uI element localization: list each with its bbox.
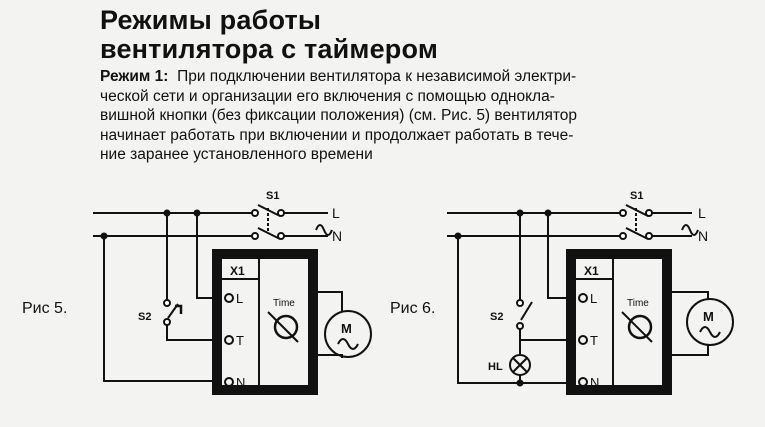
mode-description: Режим 1: При подключении вентилятора к н…	[100, 67, 578, 165]
timer-label: Time	[273, 298, 295, 309]
figure-5-diagram: S1 L N S2 X1 L T N Time M	[93, 190, 372, 395]
figure-6-caption: Рис 6.	[390, 300, 436, 317]
timer-block	[566, 249, 672, 395]
s2-label: S2	[138, 311, 151, 323]
motor-icon	[324, 310, 372, 358]
lamp-label: HL	[488, 361, 503, 373]
motor-label: M	[703, 309, 714, 324]
mode-line-5: ние заранее установленного времени	[100, 146, 373, 163]
mode-line-4: начинает работать при включении и продол…	[100, 126, 574, 144]
term-l: L	[236, 291, 243, 306]
line-n-label: N	[698, 228, 708, 244]
motor-icon	[686, 298, 734, 346]
timer-block	[212, 249, 318, 395]
timer-dial-icon	[627, 314, 653, 340]
s1-label: S1	[630, 190, 643, 202]
s2-label: S2	[490, 311, 503, 323]
mode-line-1: При подключении вентилятора к независимо…	[177, 68, 577, 85]
figure-5-caption: Рис 5.	[22, 300, 68, 317]
motor-label: M	[341, 321, 352, 336]
term-n: N	[236, 375, 245, 390]
term-l: L	[590, 291, 597, 306]
line-n-label: N	[332, 228, 342, 244]
ac-icon	[315, 224, 333, 236]
line-l-label: L	[698, 205, 706, 221]
s2-switch	[520, 301, 533, 321]
mode-line-2: ческой сети и организации его включения …	[100, 87, 555, 105]
term-t: T	[236, 333, 244, 348]
ac-icon	[681, 224, 699, 236]
x1-label: X1	[230, 264, 245, 278]
timer-dial-icon	[273, 314, 299, 340]
mode-line-3: вишной кнопки (без фиксации положения) (…	[100, 107, 578, 124]
line-l-label: L	[332, 205, 340, 221]
x1-label: X1	[584, 264, 599, 278]
term-t: T	[590, 333, 598, 348]
title-line-1: Режимы работы	[100, 5, 322, 35]
mode-label: Режим 1:	[100, 68, 169, 85]
timer-label: Time	[627, 298, 649, 309]
term-n: N	[590, 375, 599, 390]
page-title: Режимы работы вентилятора с таймером	[100, 6, 438, 64]
title-line-2: вентилятора с таймером	[100, 34, 439, 64]
figure-6-diagram: S1 L N S2 HL X1 L T N Time M	[447, 190, 734, 395]
s1-label: S1	[266, 190, 279, 202]
